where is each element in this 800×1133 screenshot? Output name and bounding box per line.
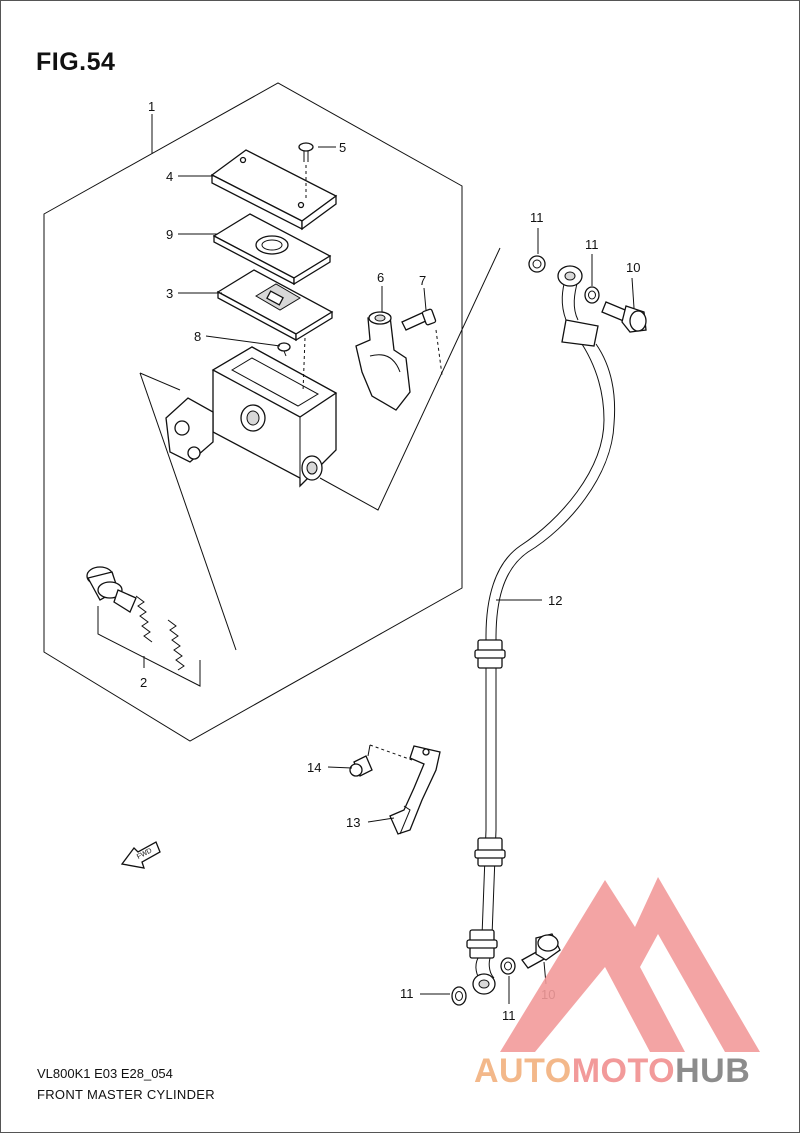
washer-top-right [584, 286, 600, 304]
cap-screw [298, 142, 314, 198]
callout-8: 8 [194, 329, 201, 344]
figure-title: FIG.54 [36, 48, 116, 76]
handlebar-clamp [355, 311, 411, 411]
diagram-name: FRONT MASTER CYLINDER [37, 1087, 215, 1102]
callout-6: 6 [377, 270, 384, 285]
hose-mount-guide [319, 247, 501, 511]
diagram-code: VL800K1 E03 E28_054 [37, 1066, 173, 1081]
callout-4: 4 [166, 169, 173, 184]
watermark-text: AUTOMOTOHUB [474, 1052, 750, 1091]
callout-9: 9 [166, 227, 173, 242]
hose-bracket [389, 745, 441, 835]
callout-11-bottom-left: 11 [400, 986, 414, 1001]
callout-11-top-right: 11 [585, 237, 599, 252]
callout-11-top-left: 11 [530, 210, 544, 225]
assembly-outline [43, 82, 463, 742]
bracket-bolt [349, 744, 413, 777]
callout-3: 3 [166, 286, 173, 301]
fwd-arrow-icon: FWD [120, 841, 161, 869]
callout-2: 2 [140, 675, 147, 690]
callout-14: 14 [307, 760, 321, 775]
master-cylinder-body [165, 337, 338, 488]
callout-7: 7 [419, 273, 426, 288]
inner-guide-right [139, 372, 181, 391]
reservoir-cap [210, 149, 338, 231]
callout-5: 5 [339, 140, 346, 155]
washer-bottom-right [500, 957, 516, 975]
plate-screw [277, 342, 291, 357]
brake-hose [466, 265, 616, 995]
leader-lines [143, 114, 635, 1004]
diaphragm-plate [212, 213, 332, 286]
callout-1: 1 [148, 99, 155, 114]
clamp-bolt [401, 308, 443, 376]
callout-12: 12 [548, 593, 562, 608]
callout-11-bottom-right: 11 [502, 1008, 516, 1023]
callout-13: 13 [346, 815, 360, 830]
piston-kit [86, 566, 201, 687]
watermark-logo-icon [500, 877, 760, 1052]
watermark-triangle [500, 877, 760, 1052]
union-bolt-top [601, 301, 647, 333]
watermark-part-3: HUB [675, 1052, 751, 1090]
inner-guide-left [139, 372, 237, 651]
washer-top-left [528, 255, 546, 273]
washer-bottom-left [451, 986, 467, 1006]
diaphragm [216, 269, 334, 342]
callout-10-top: 10 [626, 260, 640, 275]
union-bolt-bottom [521, 933, 561, 969]
watermark-part-2: MOTO [571, 1052, 676, 1090]
watermark-part-1: AUTO [474, 1052, 572, 1090]
